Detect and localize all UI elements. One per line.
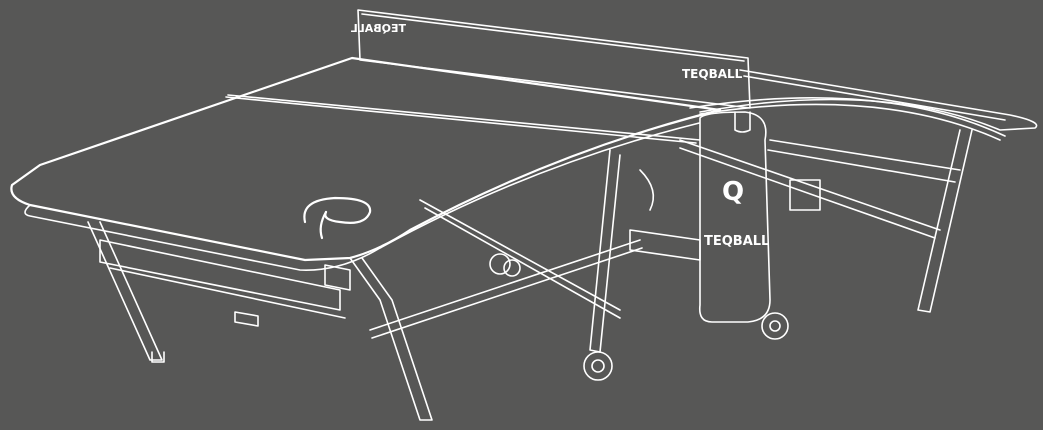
table-frame: [87, 129, 973, 421]
net-board: TEQBALL TEQBALL: [351, 9, 751, 109]
net-brand-text-mirrored: TEQBALL: [351, 22, 406, 35]
teqball-q-logo-icon: [303, 196, 372, 240]
panel-logo-letter: Q: [722, 177, 744, 207]
caster-wheel-icon: [489, 253, 789, 381]
side-panel: Q TEQBALL: [698, 111, 771, 323]
net-brand-text: TEQBALL: [682, 67, 743, 81]
right-table-top: [689, 69, 1038, 141]
left-table-top: [10, 56, 722, 271]
panel-brand-text: TEQBALL: [704, 234, 769, 249]
